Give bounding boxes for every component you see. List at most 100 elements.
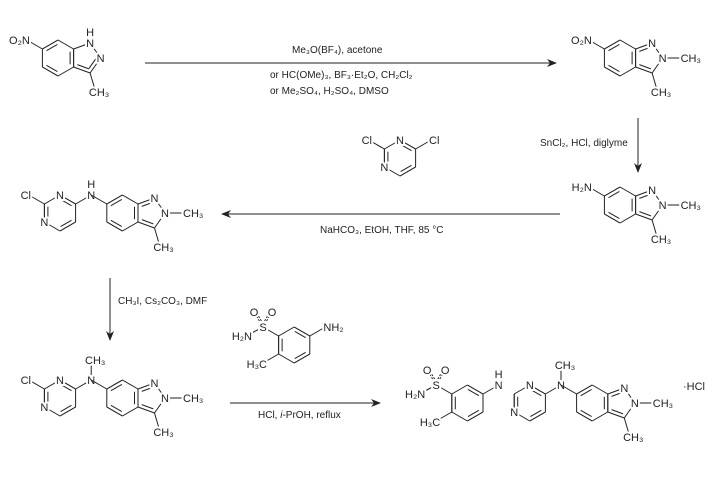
bond (651, 72, 658, 91)
bond (651, 57, 664, 74)
atom-label-n: N (620, 383, 628, 395)
double-bond-line (639, 211, 652, 217)
bond (651, 204, 664, 221)
bond (435, 369, 446, 386)
amine-n-label: N (87, 375, 95, 387)
bond (635, 213, 653, 221)
bond (529, 384, 546, 395)
bond (89, 42, 102, 59)
n-methyl-label: CH₃ (681, 53, 701, 65)
nh-hydrogen-label: H (87, 179, 95, 191)
bond (545, 384, 562, 395)
atom-label-n: N (56, 375, 64, 387)
reagent-step1-alt1: or HC(OMe)₃, BF₃·Et₂O, CH₂Cl₂ (270, 70, 413, 81)
double-bond-line (639, 46, 652, 52)
reagent-step5-b: -PrOH, reflux (282, 410, 341, 421)
bond (154, 197, 166, 214)
double-bond-line (608, 190, 620, 199)
double-bond-line (608, 211, 620, 220)
bond (588, 186, 605, 197)
amine-n-label: N (87, 190, 95, 202)
amine-n-label: N (557, 380, 565, 392)
bond (154, 382, 166, 399)
methyl-label: CH₃ (651, 234, 671, 246)
bond (42, 66, 59, 77)
bond (260, 311, 271, 328)
double-bond-line (110, 404, 123, 413)
double-bond-line (530, 409, 542, 418)
bond (651, 42, 664, 59)
bond (384, 139, 401, 150)
sulfonamide-nh2-label: H₂N (405, 389, 425, 401)
bond (122, 194, 139, 205)
bond (122, 221, 139, 232)
double-bond-line (400, 164, 412, 173)
double-bond-line (294, 351, 306, 360)
bond (44, 194, 61, 205)
bond (604, 186, 621, 197)
bond (451, 384, 468, 395)
bond (253, 311, 264, 328)
atom-label-n: N (56, 190, 64, 202)
reagent-step4: CH₃I, Cs₂CO₃, DMF (118, 296, 208, 307)
atom-label-n: N (161, 393, 169, 405)
double-bond-line (141, 404, 154, 410)
bond (137, 406, 155, 414)
bond (90, 194, 108, 205)
bond (368, 139, 385, 150)
double-bond-line (110, 198, 123, 207)
double-bond-line (611, 391, 624, 397)
chloro-label: Cl (21, 375, 31, 387)
chloro-label: Cl (362, 135, 372, 147)
amine-label: H₂N (572, 182, 592, 194)
bond (59, 221, 76, 232)
bond (278, 326, 295, 337)
atom-label-n: N (648, 38, 656, 50)
methyl-label: CH₃ (89, 87, 109, 99)
methyl-label: CH₃ (651, 87, 671, 99)
reagent-step2: SnCl₂, HCl, diglyme (540, 138, 628, 149)
double-bond-line (467, 409, 480, 418)
bond (262, 326, 279, 337)
bond (623, 402, 636, 419)
double-bond-line (77, 64, 90, 70)
bond (635, 189, 653, 197)
reagent-step5-a: HCl, (258, 410, 281, 421)
double-bond-line (608, 43, 620, 52)
amine-n-label: N (495, 380, 503, 392)
bond (451, 411, 468, 422)
atom-label-n: N (526, 380, 534, 392)
bond (576, 411, 593, 422)
bond (293, 353, 311, 364)
amine-label: NH₂ (323, 322, 343, 334)
bond (28, 379, 45, 390)
n-methyl-label: CH₃ (85, 355, 105, 367)
chloro-label: Cl (21, 190, 31, 202)
nh-hydrogen-label: H (495, 369, 503, 381)
bond (73, 66, 91, 74)
bond (607, 411, 625, 419)
bond (651, 219, 658, 238)
double-bond-line (110, 383, 123, 392)
double-bond-line (88, 57, 97, 69)
bond (106, 221, 123, 232)
bond (435, 411, 453, 422)
atom-label-n: N (648, 185, 656, 197)
atom-label-n: N (659, 200, 667, 212)
bond (89, 57, 102, 74)
bond (44, 221, 61, 232)
nitro-label: O₂N (9, 35, 30, 47)
bond (635, 42, 653, 50)
double-bond-line (60, 383, 72, 392)
bond (278, 353, 295, 364)
bond (137, 221, 155, 229)
bond (44, 406, 61, 417)
bond (607, 387, 625, 395)
double-bond-line (611, 409, 624, 415)
